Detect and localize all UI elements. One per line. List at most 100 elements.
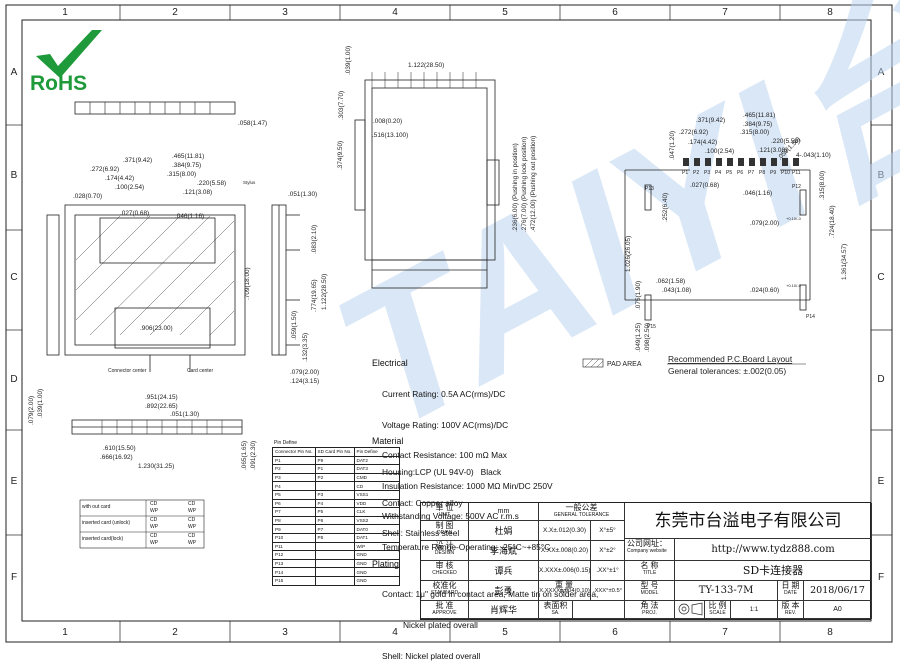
pin-define-cell [314, 481, 355, 491]
dim-303: .303(7.70) [338, 91, 345, 120]
pcb-pin-label: P10 [781, 170, 790, 176]
card-center-label: Card center [187, 368, 213, 374]
tb-weight-cell: 重 量 WT. [538, 580, 590, 600]
dim-276: .276(7.00) (Pushing lock position) [521, 137, 528, 232]
side-view-dims: .051(1.30) .083(2.10) .774(19.65) 1.122(… [288, 191, 328, 385]
tb-website[interactable]: http://www.tydz888.com [675, 539, 872, 561]
pin-p13: P13 [645, 186, 654, 192]
tb-angle-label-text: 角 法 [640, 601, 659, 610]
dim-046: .046(1.16) [175, 213, 204, 220]
pcb-pin-label: P2 [693, 170, 699, 176]
tb-ang1: X°±5° [591, 521, 625, 541]
plating-line: Nickel plated overall [382, 620, 478, 631]
recommended-layout-label: Recommended P.C.Board Layout [668, 354, 793, 364]
dim-024r: .024(0.60) [750, 287, 779, 294]
top-view-connector [46, 101, 246, 372]
tb-standard-label: 校准化 STANDARD [421, 581, 469, 601]
dim-709: .709(18.00) [244, 267, 251, 300]
dim-059: .059(1.50) [291, 311, 298, 340]
pcb-pin-label: P6 [737, 170, 743, 176]
dim-051b: .051(1.30) [170, 411, 199, 418]
pcb-dims: .465(11.81) .384(9.75) .371(9.42) .315(8… [625, 112, 848, 352]
tb-surface-label: 表面积 SA. [539, 601, 573, 619]
tb-surface-label-text: 表面积 [543, 601, 568, 610]
tb-scale-label-text: 比 例 [708, 601, 727, 610]
dim-121r: .121(3.08) [758, 147, 787, 154]
grid-row-label: A [878, 67, 885, 78]
pin-define-cell: P5 [314, 507, 355, 517]
grid-column-label: 7 [722, 627, 728, 638]
electrical-line: Temperature Range-Operating: -25°C~+85°C [382, 542, 551, 553]
switch-row: inserted card(lock) CD WP CD WP [82, 533, 204, 549]
tb-ang2: X°±2° [591, 541, 625, 561]
dim-384: .384(9.75) [172, 162, 201, 169]
connector-center-label: Connector center [108, 368, 147, 374]
dim-091: .091(2.30) [250, 441, 257, 470]
pin-define-cell [314, 567, 355, 577]
switch-a1: CD [150, 501, 158, 507]
tb-name-value: SD卡连接器 [675, 561, 872, 581]
dim-079tol: +0.10/-0 [786, 216, 802, 221]
grid-column-label: 2 [172, 7, 178, 18]
switch-b2: WP [188, 508, 197, 514]
dim-472: .472(12.00) (Pushing out position) [530, 136, 537, 232]
tb-ang3: .XX°±1° [591, 561, 625, 581]
tb-surface-sub: SA. [551, 610, 560, 616]
tb-weight-sub: WT. [559, 589, 569, 595]
tb-standard-sub: STANDARD [430, 590, 459, 596]
pin-define-cell: P4 [272, 481, 316, 491]
pin-define-cell: P2 [314, 472, 355, 483]
tb-approve-label: 批 准 APPROVE [421, 601, 469, 619]
dim-516: .516(13.100) [372, 132, 408, 139]
tb-website-sub: Company website [627, 548, 667, 554]
tb-checked-sub: CHECKED [432, 570, 457, 576]
pcb-pin-label: P4 [715, 170, 721, 176]
pcb-pad [738, 158, 744, 166]
dim-272r: .272(6.92) [679, 129, 708, 136]
grid-row-label: F [11, 572, 17, 583]
tb-rev-value: A0 [804, 601, 872, 619]
dim-079: .079(2.00) [290, 369, 319, 376]
dim-083: .083(2.10) [311, 225, 318, 254]
pcb-pad [705, 158, 711, 166]
switch-row: with out card CD WP CD WP [82, 501, 204, 517]
tb-angle-sub: PROJ. [642, 610, 657, 616]
pcb-pad [727, 158, 733, 166]
switch-a2: WP [150, 508, 159, 514]
pin-define-cell [314, 541, 355, 552]
pcb-pin-label: P9 [770, 170, 776, 176]
tb-unit-sub: UNIT [438, 512, 451, 518]
dim-220r: .220(5.58) [771, 138, 800, 145]
projection-icon [678, 602, 702, 616]
plating-line: Contact: 1μ" gold in contact area, Matte… [382, 589, 599, 600]
tb-checked-name: 谭兵 [469, 561, 539, 581]
dim-051: .051(1.30) [288, 191, 317, 198]
pin-define-cell: P9 [272, 524, 316, 534]
dim-384r: .384(9.75) [743, 121, 772, 128]
electrical-line: Voltage Rating: 100V AC(rms)/DC [382, 419, 509, 430]
dim-043r: 4-.043(1.10) [796, 152, 831, 159]
grid-row-label: C [877, 272, 884, 283]
switch-row: inserted card (unlock) CD WP CD WP [82, 517, 204, 533]
switch-table: with out card CD WP CD WP inserted card … [82, 501, 204, 549]
tb-design-sub: DESIGN [434, 550, 455, 556]
pin-define-cell [314, 550, 355, 560]
tb-scale-sub: SCALE [709, 610, 726, 616]
tb-draw-label: 制 图 DRAW [421, 521, 469, 541]
pin-define-cell: P3 [314, 489, 355, 500]
tb-approve-label-text: 批 准 [435, 601, 454, 610]
grid-column-label: 1 [62, 627, 68, 638]
dim-174r: .174(4.42) [688, 139, 717, 146]
tb-weight-label-text: 重 量 [555, 580, 573, 589]
grid-column-label: 1 [62, 7, 68, 18]
dim-374: .374(9.50) [337, 141, 344, 170]
pin-define-cell: DAT2 [353, 455, 400, 466]
switch-a2: WP [150, 524, 159, 530]
tb-projection-symbol [675, 601, 705, 619]
tb-date-sub: DATE [784, 590, 797, 596]
